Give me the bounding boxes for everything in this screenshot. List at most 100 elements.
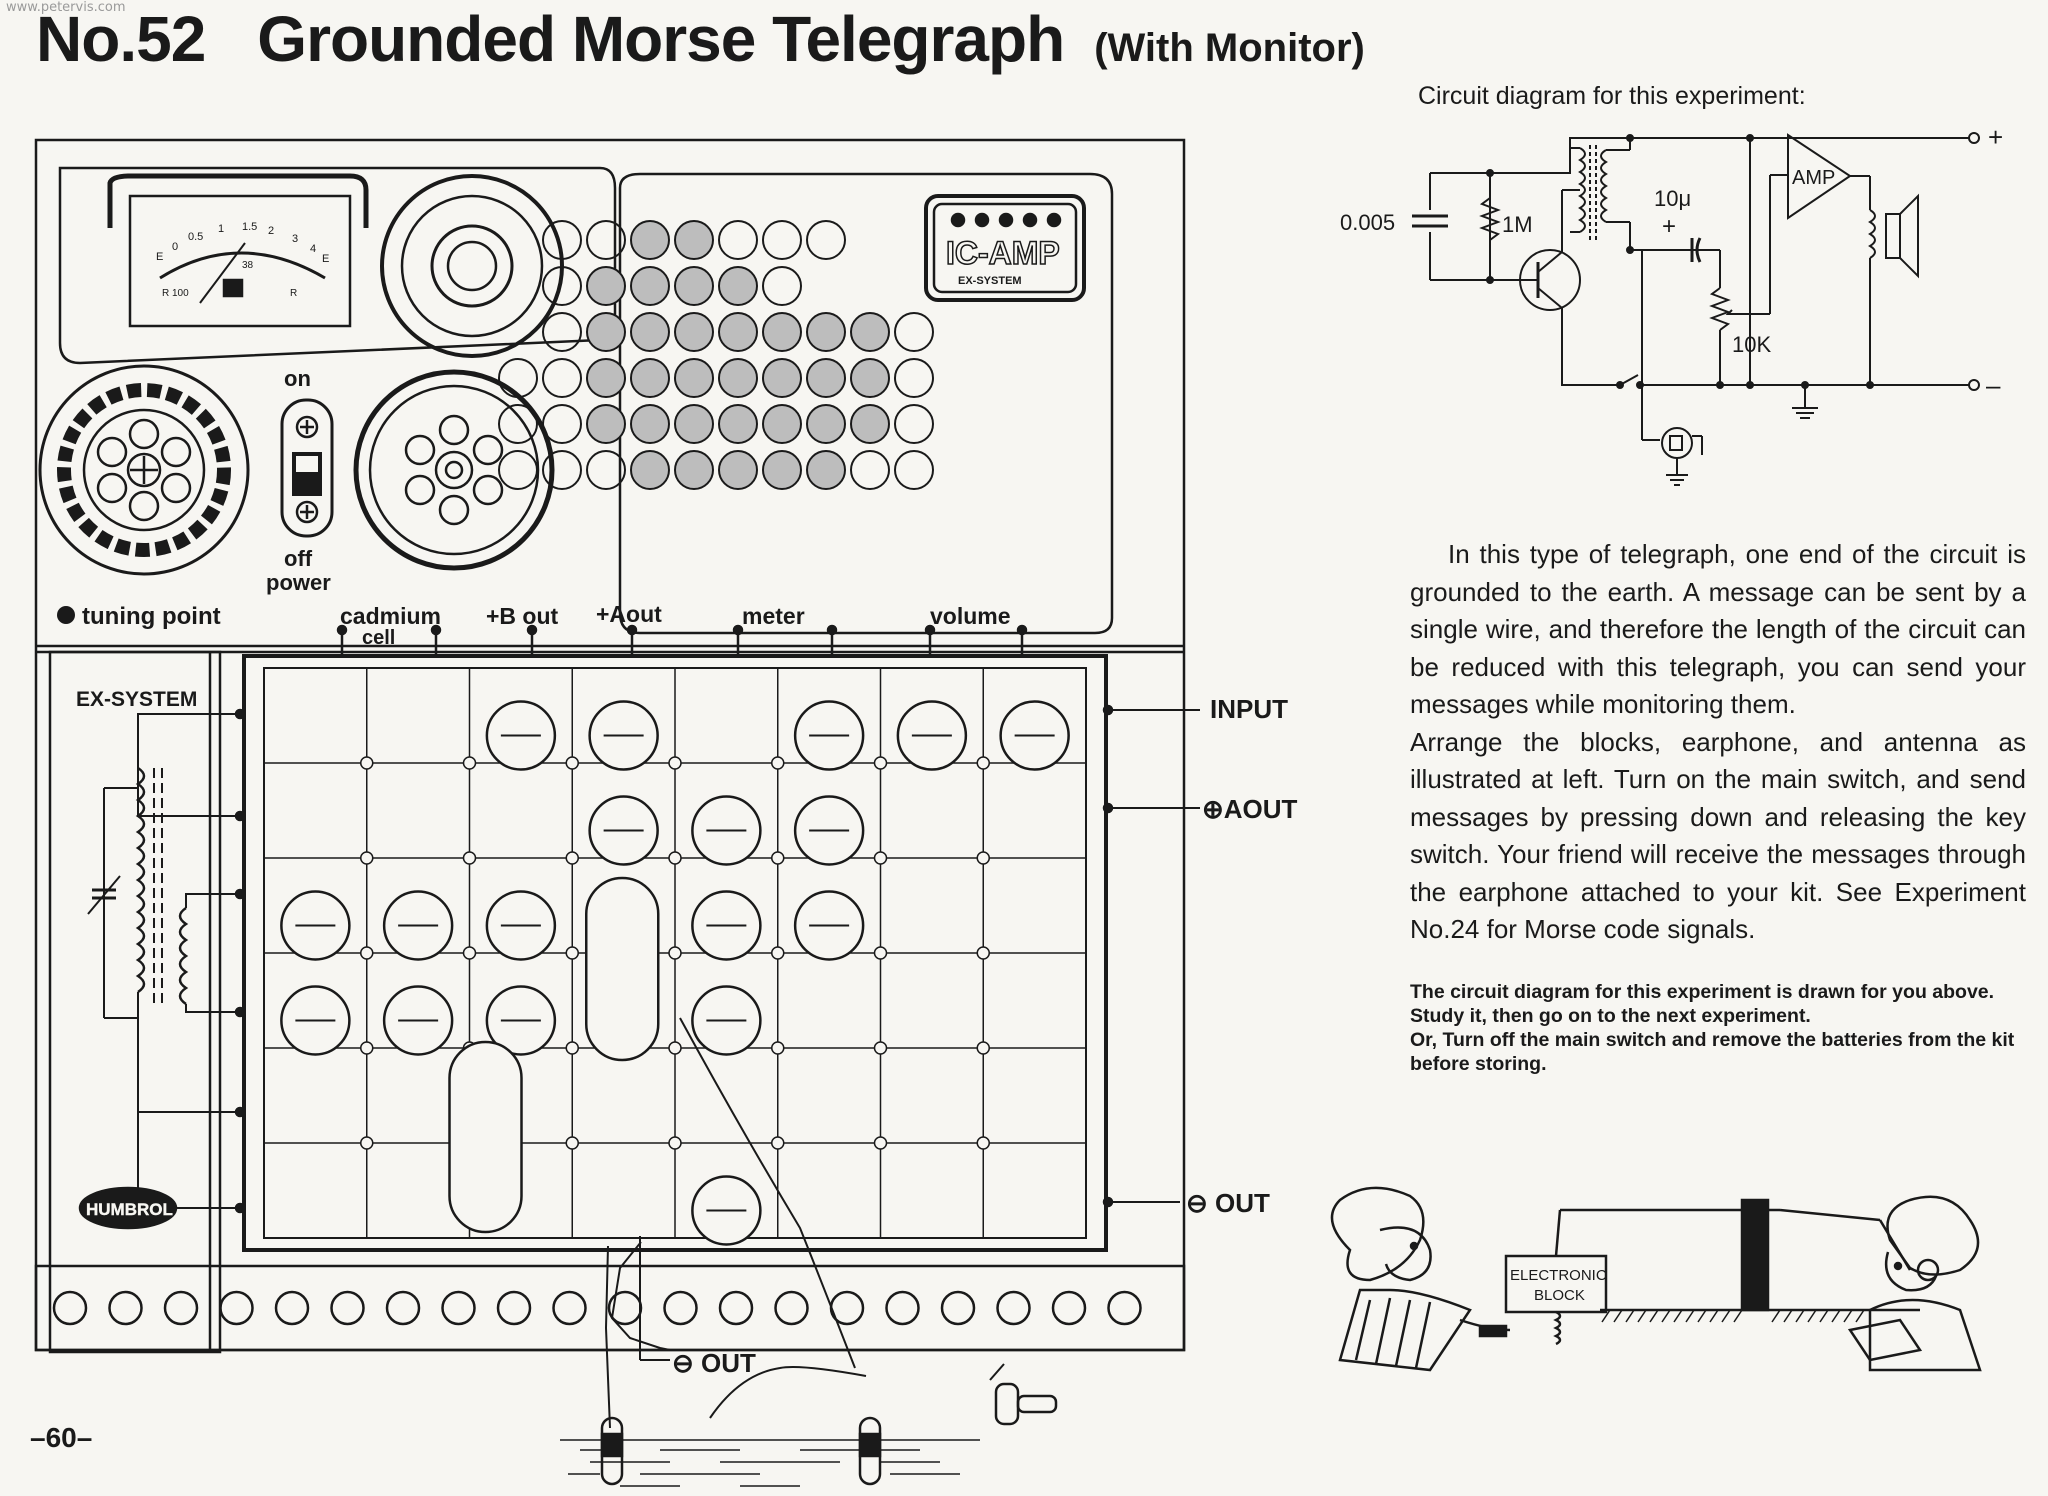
- grid-node: [771, 946, 785, 960]
- meter-tick-2: 2: [268, 225, 274, 237]
- grid-node: [360, 946, 374, 960]
- power-switch[interactable]: [280, 398, 334, 538]
- grid-node: [976, 946, 990, 960]
- paragraph-1: In this type of telegraph, one end of th…: [1410, 539, 2026, 719]
- meter-handle: [107, 173, 369, 228]
- bottom-socket: [274, 1290, 310, 1326]
- amp-triangle: [1787, 133, 1852, 220]
- cartoon-label-2: BLOCK: [1534, 1287, 1585, 1304]
- page-number: –60–: [30, 1422, 93, 1453]
- potentiometer-10k: [1709, 287, 1731, 331]
- terminal-input-label: INPUT: [1210, 694, 1288, 724]
- socket: [806, 312, 846, 352]
- grid-node: [462, 946, 477, 960]
- socket: [674, 450, 714, 490]
- label-meter: meter: [742, 603, 805, 629]
- terminal-aout-label: ⊕AOUT: [1202, 794, 1298, 824]
- switch-on-label: on: [284, 366, 311, 391]
- kit-illustration: 0 0.5 1 1.5 2 3 4 E E 38 R 100 R IC-AMP …: [34, 138, 1298, 1487]
- socket: [718, 266, 758, 306]
- grid-node: [565, 1041, 579, 1055]
- grid-node: [565, 851, 579, 865]
- socket: [894, 404, 934, 444]
- label-0005: 0.005: [1340, 210, 1395, 235]
- socket: [718, 450, 758, 490]
- minus-terminal: [1968, 379, 1980, 391]
- socket: [674, 404, 714, 444]
- socket: [498, 450, 538, 490]
- meter-letter-r: R: [290, 288, 297, 299]
- circuit-caption: Circuit diagram for this experiment:: [1418, 82, 1806, 110]
- earphone-illustration: [994, 1382, 1020, 1426]
- socket: [806, 220, 846, 260]
- ic-amp-module: [924, 194, 1086, 302]
- socket: [630, 358, 670, 398]
- meter-tick-4: 4: [310, 243, 316, 255]
- grid-node: [462, 851, 477, 865]
- bottom-socket: [441, 1290, 476, 1326]
- socket: [894, 358, 934, 398]
- bottom-socket-strip: [34, 1264, 1186, 1352]
- bottom-socket: [885, 1290, 920, 1326]
- bottom-socket: [385, 1290, 421, 1326]
- grid-node: [771, 1136, 785, 1150]
- transformer-primary: [1578, 147, 1586, 233]
- grid-node: [668, 946, 682, 960]
- left-person-hair: [1330, 1186, 1425, 1282]
- experiment-subtitle: (With Monitor): [1094, 26, 1365, 70]
- grid-node: [771, 1041, 785, 1055]
- left-person-body: [1338, 1288, 1472, 1372]
- socket: [762, 404, 802, 444]
- speaker: [380, 174, 564, 358]
- grid-node: [360, 851, 374, 865]
- socket: [718, 312, 758, 352]
- socket: [762, 220, 802, 260]
- socket: [762, 358, 802, 398]
- grid-node: [976, 756, 990, 770]
- socket: [806, 404, 846, 444]
- socket: [850, 312, 890, 352]
- meter-letter-right: E: [322, 253, 329, 265]
- ic-amp-ex-system: EX-SYSTEM: [958, 275, 1022, 287]
- socket: [586, 312, 626, 352]
- grid-node: [873, 946, 888, 960]
- grid-node: [360, 756, 374, 770]
- note-2: Or, Turn off the main switch and remove …: [1410, 1028, 2026, 1076]
- bottom-socket: [1107, 1290, 1142, 1326]
- bottom-socket: [718, 1290, 754, 1326]
- bottom-sockets: [52, 1290, 1142, 1326]
- socket: [542, 312, 582, 352]
- label-cadmium: cadmium: [340, 603, 441, 629]
- bottom-socket: [1051, 1290, 1087, 1326]
- bottom-socket: [163, 1290, 199, 1326]
- label-10u: 10μ: [1654, 186, 1691, 211]
- earphone: [1661, 427, 1693, 459]
- speaker-coil: [1868, 209, 1876, 259]
- grid-node: [976, 1041, 990, 1055]
- bottom-socket: [774, 1290, 809, 1326]
- note-text: The circuit diagram for this experiment …: [1410, 980, 2026, 1076]
- ground-water: [560, 1439, 980, 1487]
- cartoon-illustration: ELECTRONIC BLOCK: [1330, 1186, 1982, 1372]
- socket: [586, 404, 626, 444]
- grid-node: [668, 1136, 682, 1150]
- socket: [630, 450, 670, 490]
- grid-node: [771, 851, 785, 865]
- grid-node: [976, 1136, 990, 1150]
- label-plus-terminal: +: [1988, 122, 2003, 152]
- socket: [542, 404, 582, 444]
- grid-node: [668, 1041, 682, 1055]
- connector-pins: [336, 624, 1028, 656]
- label-cell: cell: [362, 627, 395, 649]
- bottom-socket: [996, 1290, 1031, 1326]
- meter-tick-15: 1.5: [242, 221, 257, 233]
- note-1: The circuit diagram for this experiment …: [1410, 981, 1995, 1027]
- socket: [894, 312, 934, 352]
- socket: [762, 450, 802, 490]
- socket: [630, 266, 670, 306]
- grid-node: [360, 1136, 374, 1150]
- ex-system-label: EX-SYSTEM: [76, 688, 197, 711]
- socket: [498, 358, 538, 398]
- socket: [542, 450, 582, 490]
- socket: [586, 220, 626, 260]
